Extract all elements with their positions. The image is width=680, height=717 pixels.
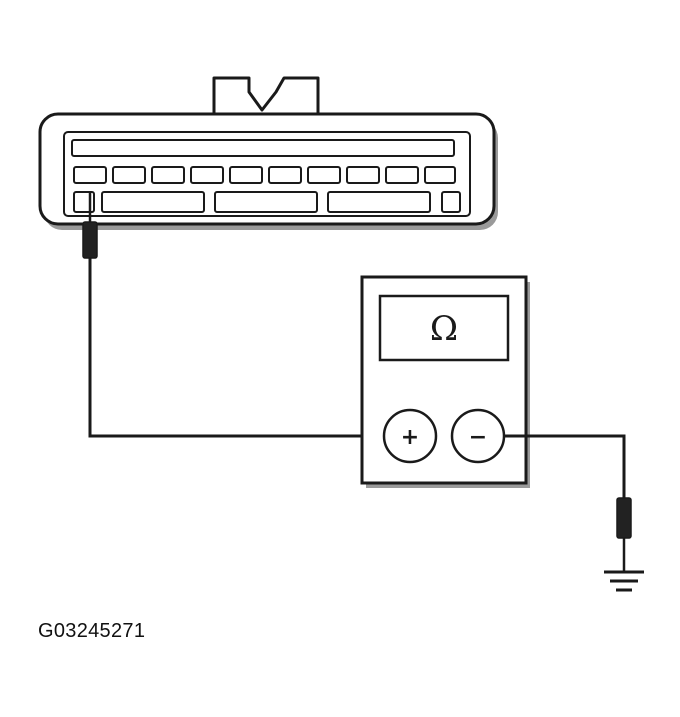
terminal-cavity: [327, 191, 431, 213]
terminal-row-bottom: [73, 191, 461, 213]
negative-terminal: −: [450, 408, 506, 464]
ground-icon: [604, 570, 644, 592]
terminal-cavity: [151, 166, 185, 184]
terminal-cavity: [112, 166, 146, 184]
terminal-cavity: [190, 166, 224, 184]
negative-test-lead: [504, 434, 626, 498]
ohmmeter: Ω + −: [360, 275, 530, 488]
connector-lock-tab: [212, 76, 320, 118]
terminal-row-middle: [73, 166, 456, 184]
connector-top-slot: [71, 139, 455, 157]
negative-symbol: −: [469, 425, 487, 450]
ohmmeter-display: [378, 294, 510, 362]
terminal-cavity: [229, 166, 263, 184]
terminal-cavity: [346, 166, 380, 184]
figure-id: G03245271: [38, 620, 146, 642]
positive-test-lead: [88, 258, 385, 438]
terminal-cavity: [101, 191, 205, 213]
ohm-symbol: Ω: [430, 309, 458, 349]
positive-terminal: +: [382, 408, 438, 464]
terminal-cavity: [214, 191, 318, 213]
terminal-cavity: [441, 191, 461, 213]
terminal-cavity: [424, 166, 456, 184]
positive-symbol: +: [401, 425, 419, 450]
terminal-cavity: [73, 166, 107, 184]
terminal-cavity: [385, 166, 419, 184]
ground-probe: [616, 497, 632, 572]
harness-connector: [38, 76, 498, 230]
terminal-cavity: [268, 166, 302, 184]
terminal-cavity: [307, 166, 341, 184]
